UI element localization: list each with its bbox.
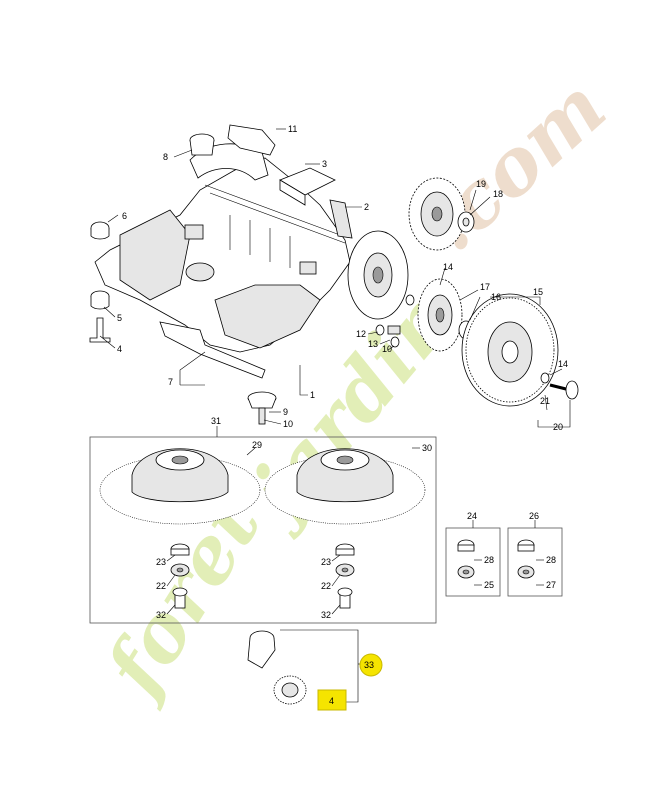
callout-22-right: 22 bbox=[321, 581, 331, 591]
wheel-hub-part bbox=[347, 230, 409, 320]
kit-26-parts bbox=[517, 539, 535, 579]
gear-part-19 bbox=[408, 177, 466, 251]
callout-1: 1 bbox=[310, 390, 315, 400]
callout-12: 12 bbox=[356, 329, 366, 339]
bushing-part-18 bbox=[457, 211, 475, 233]
callout-33: 33 bbox=[364, 660, 374, 670]
brush-part-29 bbox=[99, 448, 261, 525]
callout-26: 26 bbox=[529, 511, 539, 521]
callout-9: 9 bbox=[283, 407, 288, 417]
bracket-part-4 bbox=[89, 317, 111, 343]
housing-part bbox=[94, 143, 351, 353]
bushing-part-5 bbox=[90, 290, 110, 310]
callout-15: 15 bbox=[533, 287, 543, 297]
small-parts-10-12-13 bbox=[375, 324, 401, 348]
callout-5: 5 bbox=[117, 313, 122, 323]
callout-32-left: 32 bbox=[156, 610, 166, 620]
leader-lines bbox=[99, 128, 571, 615]
callout-13: 13 bbox=[368, 339, 378, 349]
callout-28-right: 28 bbox=[546, 555, 556, 565]
adjuster-part-9 bbox=[247, 391, 277, 425]
callout-27: 27 bbox=[546, 580, 556, 590]
callout-18: 18 bbox=[493, 189, 503, 199]
callout-11: 11 bbox=[288, 124, 297, 134]
callout-22-left: 22 bbox=[156, 581, 166, 591]
kit-part-33 bbox=[247, 630, 307, 705]
brush-assembly-box-31 bbox=[89, 436, 437, 624]
hub-stack-left bbox=[170, 543, 190, 609]
wheel-part-15 bbox=[461, 293, 559, 407]
callout-30: 30 bbox=[422, 443, 432, 453]
callout-14-upper: 14 bbox=[443, 262, 453, 272]
callout-4: 4 bbox=[117, 344, 122, 354]
callout-17: 17 bbox=[480, 282, 490, 292]
callout-19: 19 bbox=[476, 179, 486, 189]
callout-4-highlight: 4 bbox=[329, 696, 334, 706]
callout-25: 25 bbox=[484, 580, 494, 590]
callout-16: 16 bbox=[491, 292, 501, 302]
callout-14-lower: 14 bbox=[558, 359, 568, 369]
plate-part-3 bbox=[279, 167, 336, 206]
callout-20: 20 bbox=[553, 422, 563, 432]
washer-part-14 bbox=[405, 294, 550, 384]
callout-28-left: 28 bbox=[484, 555, 494, 565]
highlighted-callout-33[interactable]: 33 bbox=[359, 653, 383, 677]
callout-10-upper: 10 bbox=[382, 344, 392, 354]
brush-part-30 bbox=[264, 448, 426, 525]
callout-29: 29 bbox=[252, 440, 262, 450]
callout-23-right: 23 bbox=[321, 557, 331, 567]
callout-21: 21 bbox=[540, 396, 550, 406]
handle-part-8 bbox=[189, 133, 215, 156]
callout-3: 3 bbox=[322, 159, 327, 169]
callout-32-right: 32 bbox=[321, 610, 331, 620]
gear-part-17 bbox=[417, 278, 463, 352]
callout-24: 24 bbox=[467, 511, 477, 521]
callout-2: 2 bbox=[364, 202, 369, 212]
bolt-part-21 bbox=[549, 380, 579, 400]
knob-part-6 bbox=[90, 221, 110, 240]
axle-part-7 bbox=[159, 321, 266, 379]
callout-6: 6 bbox=[122, 211, 127, 221]
callout-23-left: 23 bbox=[156, 557, 166, 567]
highlighted-callout-4[interactable]: 4 bbox=[317, 689, 347, 711]
callout-numbers: 11 8 3 2 6 5 4 7 1 9 10 31 29 30 19 18 1… bbox=[117, 124, 568, 620]
kit-24-parts bbox=[457, 539, 475, 579]
cover-part-11 bbox=[227, 124, 276, 156]
callout-10-lower: 10 bbox=[283, 419, 293, 429]
callout-8: 8 bbox=[163, 152, 168, 162]
callout-7: 7 bbox=[168, 377, 173, 387]
hub-stack-right bbox=[335, 543, 355, 609]
callout-31: 31 bbox=[211, 416, 221, 426]
rack-part-2 bbox=[329, 199, 353, 239]
